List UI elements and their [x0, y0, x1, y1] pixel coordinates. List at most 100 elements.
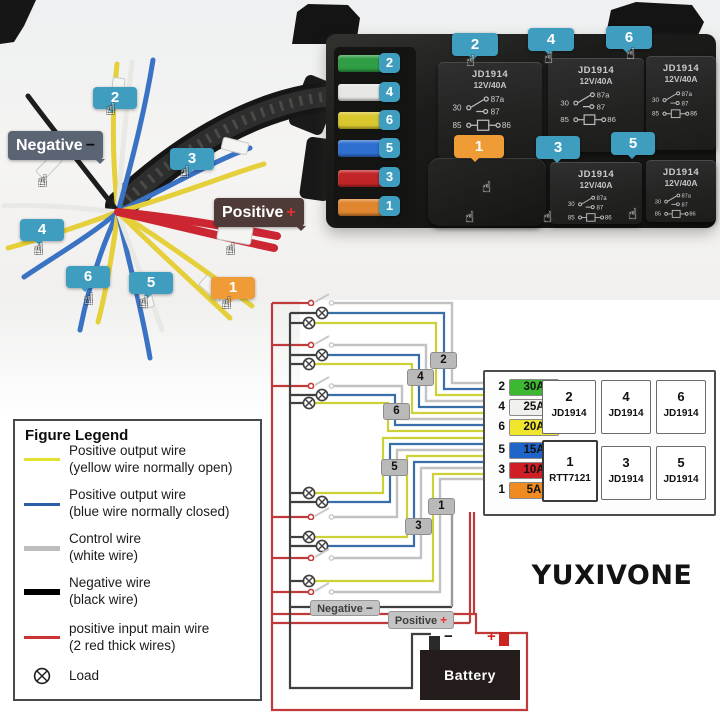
relay-cell-pos: 6 — [677, 389, 685, 404]
relay-cell-pos: 3 — [622, 455, 630, 470]
svg-text:87: 87 — [491, 108, 501, 117]
svg-text:85: 85 — [568, 214, 575, 221]
relay-model-label: JD1914 — [471, 69, 509, 80]
bundle-tag-6: 6 — [383, 403, 410, 420]
wire-tag-6: 6 — [66, 266, 110, 292]
relay-cell-5: 5 JD1914 — [656, 446, 706, 500]
svg-text:30: 30 — [560, 98, 569, 107]
wire-tag-2: 2 — [93, 87, 137, 113]
relay-pin-diagram: 30 87a 87 85 86 — [560, 91, 616, 126]
fuse-number-badge: 2 — [379, 53, 400, 73]
relay-cell-pos: 2 — [565, 389, 573, 404]
battery: Battery — [420, 650, 520, 700]
relay-rating-label: 12V/40A — [664, 178, 698, 188]
svg-text:86: 86 — [690, 111, 697, 118]
switch-symbol — [308, 335, 334, 348]
hand-cursor-icon: ☝ — [465, 208, 475, 226]
relay-rating-label: 12V/40A — [579, 180, 613, 190]
legend-line: (2 red thick wires) — [69, 637, 176, 653]
blue-wire-swatch — [24, 503, 60, 506]
switch-symbol — [308, 507, 334, 520]
control-white-wires — [334, 301, 483, 594]
battery-minus-sign: − — [444, 628, 453, 645]
bundle-tag-1: 1 — [428, 498, 455, 515]
svg-text:87a: 87a — [681, 91, 692, 98]
white-wire-swatch — [24, 546, 60, 551]
bundle-tag-3: 3 — [405, 518, 432, 535]
fuse-number-badge: 5 — [379, 138, 400, 158]
hand-cursor-icon: ☝ — [222, 294, 232, 312]
photo-background-fade — [0, 300, 300, 425]
relay-cell-6: 6 JD1914 — [656, 380, 706, 434]
hand-cursor-icon: ☝ — [628, 205, 638, 223]
fuse-pos: 4 — [498, 399, 505, 413]
hand-cursor-icon: ☝ — [466, 52, 476, 70]
relay-model-label: JD1914 — [662, 63, 700, 74]
legend-line: positive input main wire — [69, 621, 210, 636]
hand-cursor-icon: ☝ — [226, 240, 236, 258]
relay-cell-3: 3 JD1914 — [601, 446, 651, 500]
hand-cursor-icon: ☝ — [543, 208, 553, 226]
hand-cursor-icon: ☝ — [544, 49, 554, 67]
relay-cell-model: RTT7121 — [549, 473, 591, 484]
relay-pin-diagram: 30 87a 87 85 86 — [453, 95, 511, 131]
legend-load-label: Load — [69, 668, 100, 683]
relay-rating-label: 12V/40A — [579, 76, 613, 86]
relay-model-label: JD1914 — [577, 169, 615, 180]
battery-plus-terminal — [499, 632, 509, 646]
load-icon — [302, 357, 316, 371]
svg-text:86: 86 — [689, 212, 695, 218]
yellow-output-wires — [315, 321, 483, 583]
negative-bus-label: Negative− — [310, 600, 380, 616]
relay-cell-2: 2 JD1914 — [542, 380, 596, 434]
svg-text:85: 85 — [652, 111, 659, 118]
hand-cursor-icon: ☝ — [180, 163, 190, 181]
fuse-number-badge: 6 — [379, 110, 400, 130]
svg-text:87a: 87a — [681, 194, 691, 200]
load-icon — [302, 396, 316, 410]
hand-cursor-icon: ☝ — [139, 293, 149, 311]
svg-text:87a: 87a — [597, 91, 611, 100]
switch-symbol — [308, 548, 334, 561]
relay-rating-label: 12V/40A — [473, 80, 507, 90]
bundle-tag-5: 5 — [381, 459, 408, 476]
relay-1-cover — [428, 158, 546, 226]
brand-logo: YUXIVONE — [531, 560, 693, 591]
plus-sign: + — [286, 204, 296, 221]
bundle-tag-4: 4 — [407, 369, 434, 386]
legend-title: Figure Legend — [25, 427, 129, 444]
legend-line: (white wire) — [69, 547, 139, 563]
svg-text:87: 87 — [596, 204, 603, 211]
legend-line: Positive output wire — [69, 487, 187, 502]
svg-text:86: 86 — [605, 214, 612, 221]
relay-cell-pos: 1 — [566, 454, 574, 469]
svg-text:30: 30 — [655, 199, 661, 205]
wire-tag-1: 1 — [211, 277, 255, 303]
battery-plus-sign: + — [487, 628, 496, 645]
minus-sign: − — [85, 137, 96, 154]
load-icon — [302, 530, 316, 544]
wire-tag-5: 5 — [129, 272, 173, 298]
svg-text:30: 30 — [652, 97, 659, 104]
relay-tag-4: 4 — [528, 28, 574, 55]
legend-line: Positive output wire — [69, 443, 187, 458]
red-wire-swatch — [24, 636, 60, 639]
relay-cell-1: 1 RTT7121 — [542, 440, 598, 502]
black-wire-swatch — [24, 589, 60, 595]
load-icon — [302, 486, 316, 500]
fuse-pos: 2 — [498, 379, 505, 393]
hand-cursor-icon: ☝ — [626, 45, 636, 63]
fuse-number-badge: 1 — [379, 196, 400, 216]
switch-symbol — [308, 376, 334, 389]
bundle-tag-2: 2 — [430, 352, 457, 369]
relay-cell-4: 4 JD1914 — [601, 380, 651, 434]
legend-line: Control wire — [69, 531, 142, 546]
relay-rating-label: 12V/40A — [664, 74, 698, 84]
hand-cursor-icon: ☝ — [34, 240, 44, 258]
load-icon — [315, 348, 329, 362]
battery-minus-terminal — [429, 636, 440, 650]
relay-cell-pos: 5 — [677, 455, 685, 470]
relay-cell-model: JD1914 — [608, 408, 644, 419]
legend-line: (blue wire normally closed) — [69, 503, 230, 519]
